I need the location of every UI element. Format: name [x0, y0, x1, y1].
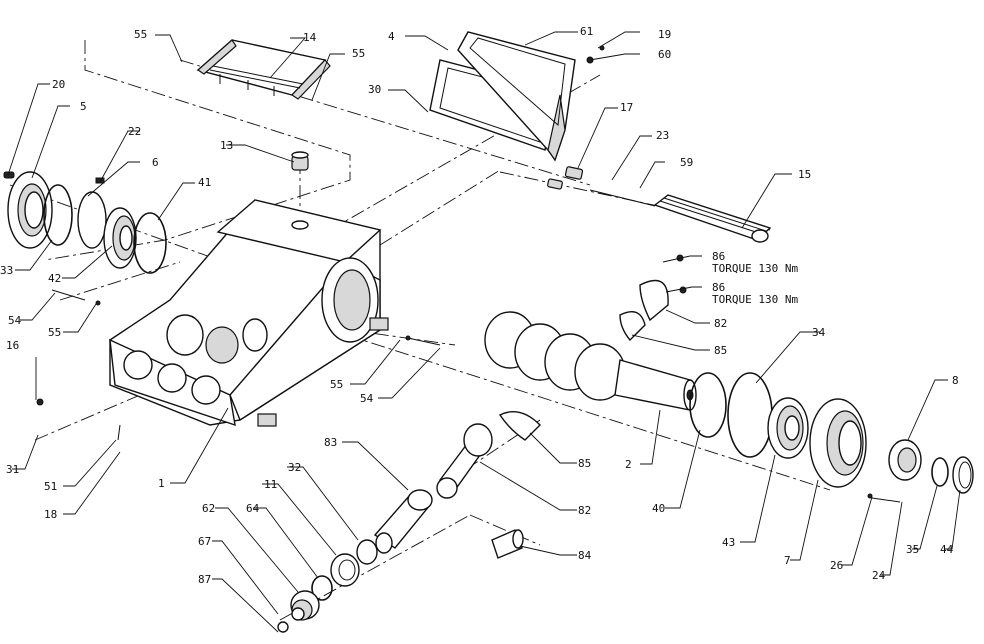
- label-42: 42: [48, 272, 61, 285]
- part-87-washer: [277, 621, 289, 633]
- label-11: 11: [264, 478, 277, 491]
- label-44-v: 44: [940, 543, 954, 556]
- label-55d-v: 55: [330, 378, 343, 391]
- part-7-flange: [809, 398, 867, 488]
- part-42-bearing: [103, 207, 137, 269]
- label-86b: 86: [712, 281, 725, 294]
- label-34: 34: [812, 326, 826, 339]
- part-43-bearing: [767, 397, 809, 459]
- label-64-v: 64: [246, 502, 260, 515]
- label-5: 5: [80, 100, 87, 113]
- part-1-crankcase: [109, 199, 389, 427]
- small-bolts: [36, 45, 901, 503]
- leader-lines: [7, 31, 961, 633]
- label-82b: 82: [578, 504, 591, 517]
- part-5-end-cover: [3, 171, 53, 249]
- part-35-oring: [931, 457, 949, 487]
- label-55b: 55: [352, 47, 365, 60]
- label-22c: 22: [128, 125, 141, 138]
- part-17-fitting: [547, 166, 584, 190]
- label-55a: 55: [134, 28, 147, 41]
- label-84: 84: [578, 549, 592, 562]
- label-55c: 55: [48, 326, 61, 339]
- label-54b: 54: [360, 392, 374, 405]
- label-60: 60: [658, 48, 671, 61]
- part-40-ring: [689, 372, 727, 438]
- torque-b: TORQUE 130 Nm: [712, 293, 798, 306]
- part-82-connecting-rod: [436, 423, 493, 499]
- part-85-shell-lower: [498, 411, 541, 441]
- part-2-crankshaft: [484, 311, 697, 411]
- label-16: 16: [6, 339, 19, 352]
- part-64-oring: [311, 575, 333, 601]
- label-30: 30: [368, 83, 381, 96]
- part-6-plate: [77, 177, 107, 249]
- label-7-v: 7: [784, 554, 791, 567]
- label-14: 14: [303, 31, 317, 44]
- part-11-seal: [330, 553, 360, 587]
- part-33-oring: [43, 184, 73, 246]
- label-43-v: 43: [722, 536, 735, 549]
- label-82a: 82: [714, 317, 727, 330]
- label-2: 2: [625, 458, 632, 471]
- label-40: 40: [652, 502, 665, 515]
- part-8-seal-housing: [888, 439, 922, 481]
- label-19: 19: [658, 28, 671, 41]
- label-8: 8: [952, 374, 959, 387]
- part-34-ring: [727, 372, 773, 458]
- torque-a: TORQUE 130 Nm: [712, 262, 798, 275]
- label-31: 31: [6, 463, 19, 476]
- label-1: 1: [158, 477, 165, 490]
- label-6: 6: [152, 156, 159, 169]
- label-33: 33: [0, 264, 13, 277]
- part-84-pin: [491, 529, 524, 559]
- label-24: 24: [872, 569, 886, 582]
- label-4: 4: [388, 30, 395, 43]
- label-86a: 86: [712, 250, 725, 263]
- label-51: 51: [44, 480, 57, 493]
- label-35: 35: [906, 543, 919, 556]
- label-17: 17: [620, 101, 633, 114]
- label-61: 61: [580, 25, 593, 38]
- label-32: 32: [288, 461, 301, 474]
- part-85-shell-upper: [619, 311, 646, 342]
- part-44-ring: [952, 456, 974, 494]
- part-62-plunger: [290, 590, 320, 621]
- label-26: 26: [830, 559, 843, 572]
- callout-labels: 55 14 55 4 61 19 60 30 17 23 59 15 13 20…: [0, 25, 959, 586]
- label-54a: 54: [8, 314, 22, 327]
- part-41-ring: [133, 212, 167, 274]
- label-23: 23: [656, 129, 669, 142]
- label-41: 41: [198, 176, 211, 189]
- label-59: 59: [680, 156, 693, 169]
- part-4-cover: [457, 31, 576, 162]
- part-32-ring: [356, 539, 378, 565]
- part-13-breather: [291, 151, 309, 171]
- label-20: 20: [52, 78, 65, 91]
- part-83-crosshead: [373, 489, 433, 554]
- label-13: 13: [220, 139, 233, 152]
- part-15-tube-bundle: [589, 189, 772, 243]
- label-85a: 85: [714, 344, 727, 357]
- part-14-bracket: [196, 39, 331, 100]
- label-83: 83: [324, 436, 337, 449]
- label-18: 18: [44, 508, 57, 521]
- label-67-v: 67: [198, 535, 211, 548]
- label-87: 87: [198, 573, 211, 586]
- label-85b: 85: [578, 457, 591, 470]
- label-62-v: 62: [202, 502, 215, 515]
- part-82-cap-upper: [639, 254, 687, 322]
- label-15: 15: [798, 168, 811, 181]
